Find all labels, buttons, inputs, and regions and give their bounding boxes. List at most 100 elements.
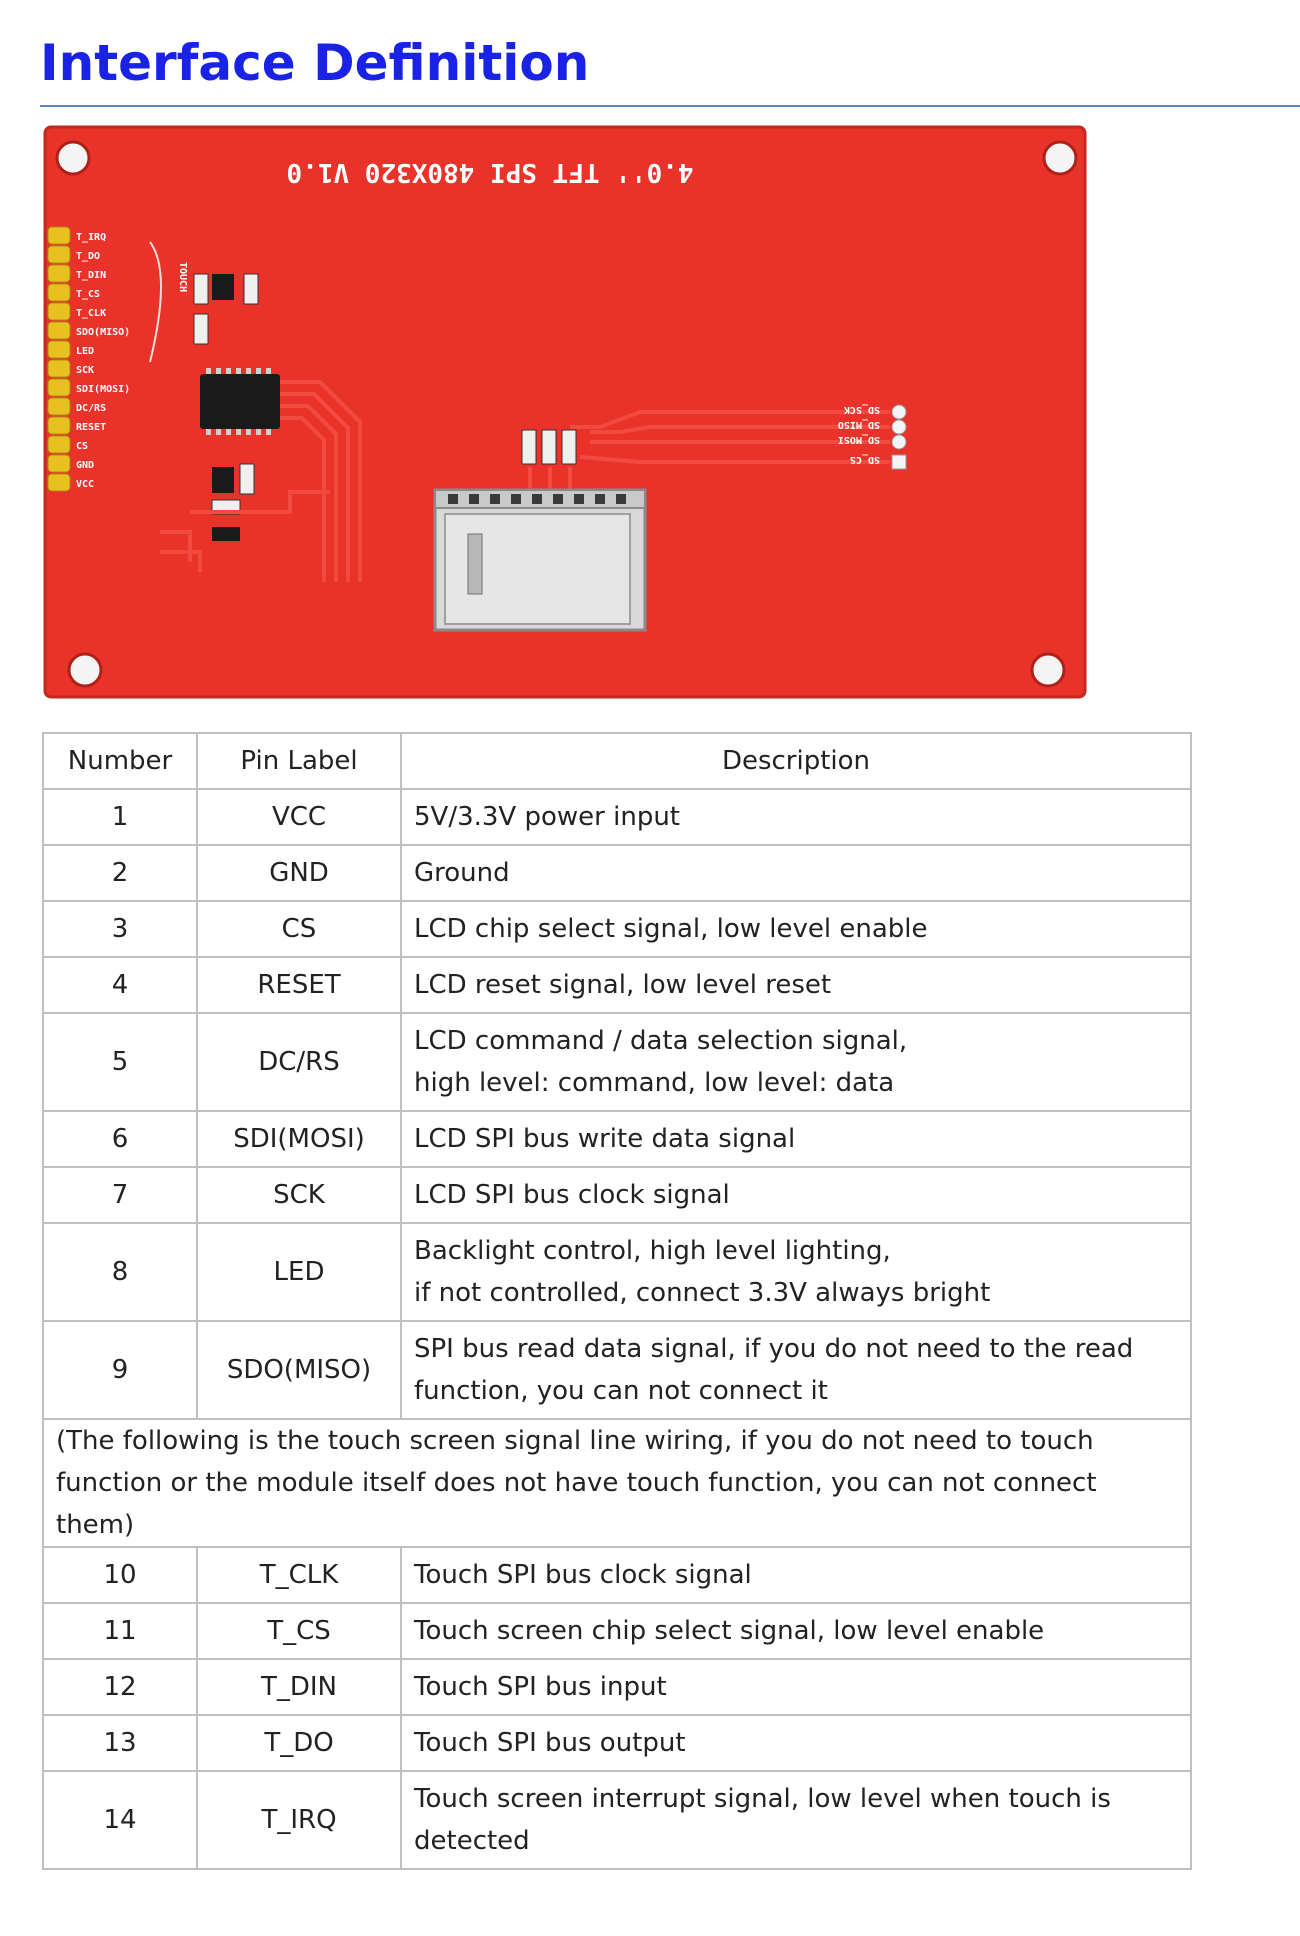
pin-description-cell: Touch SPI bus input — [400, 1658, 1192, 1716]
pin-label-cell: LED — [196, 1222, 402, 1322]
description-line: if not controlled, connect 3.3V always b… — [414, 1278, 991, 1308]
touch-section-note-row: (The following is the touch screen signa… — [42, 1418, 1192, 1548]
sd-contact — [574, 494, 584, 504]
pin-number-cell: 10 — [42, 1546, 198, 1604]
sd-contact — [532, 494, 542, 504]
ic-pin — [266, 429, 271, 435]
pin-label-cell: T_DIN — [196, 1658, 402, 1716]
sd-pad-label: SD_MISO — [838, 419, 880, 430]
description-line: LCD SPI bus clock signal — [414, 1180, 730, 1210]
description-line: 5V/3.3V power input — [414, 802, 680, 832]
description-line: Touch screen chip select signal, low lev… — [414, 1616, 1045, 1646]
ic-pin — [236, 429, 241, 435]
pin-number-cell: 13 — [42, 1714, 198, 1772]
pin-description-cell: LCD chip select signal, low level enable — [400, 900, 1192, 958]
pin-description-cell: LCD reset signal, low level reset — [400, 956, 1192, 1014]
pin-label-cell: CS — [196, 900, 402, 958]
pin-number-cell: 11 — [42, 1602, 198, 1660]
pin-description-cell: Touch screen chip select signal, low lev… — [400, 1602, 1192, 1660]
pin-number-cell: 9 — [42, 1320, 198, 1420]
pin-description-cell: SPI bus read data signal, if you do not … — [400, 1320, 1192, 1420]
ic-pin — [216, 368, 221, 374]
controller-ic — [200, 374, 280, 429]
capacitor-c1 — [193, 313, 209, 345]
pin-label-cell: T_DO — [196, 1714, 402, 1772]
pin-number-cell: 1 — [42, 788, 198, 846]
ic-pin — [216, 429, 221, 435]
description-line: SPI bus read data signal, if you do not … — [414, 1334, 1134, 1364]
pcb-body — [45, 127, 1085, 697]
sd-contact — [490, 494, 500, 504]
sd-contact — [448, 494, 458, 504]
ic-pin — [246, 429, 251, 435]
header-pin-label: SCK — [76, 365, 94, 376]
header-pin-label: RESET — [76, 422, 106, 433]
pin-description-cell: LCD SPI bus write data signal — [400, 1110, 1192, 1168]
silkscreen-title: 4.0'' TFT SPI 480X320 V1.0 — [287, 157, 694, 187]
description-line: Ground — [414, 858, 510, 888]
header-pin — [47, 226, 71, 245]
pin-description-cell: LCD command / data selection signal,high… — [400, 1012, 1192, 1112]
sd-pad-label: SD_CS — [850, 454, 880, 465]
pin-label-cell: T_CS — [196, 1602, 402, 1660]
sd-pad — [891, 419, 907, 435]
touch-label: TOUCH — [177, 262, 188, 292]
touch-section-note: (The following is the touch screen signa… — [42, 1418, 1192, 1548]
header-pin-label: T_IRQ — [76, 232, 106, 243]
table-header-row: Number Pin Label Description — [42, 732, 1192, 790]
header-pin — [47, 416, 71, 435]
pin-description-cell: 5V/3.3V power input — [400, 788, 1192, 846]
sd-contact — [595, 494, 605, 504]
pin-number-cell: 12 — [42, 1658, 198, 1716]
header-pin-label: SDI(MOSI) — [76, 384, 130, 395]
description-line: Touch SPI bus output — [414, 1728, 686, 1758]
pin-number-cell: 3 — [42, 900, 198, 958]
pin-description-cell: Touch SPI bus clock signal — [400, 1546, 1192, 1604]
pin-description-cell: Touch screen interrupt signal, low level… — [400, 1770, 1192, 1870]
header-pin-label: LED — [76, 346, 94, 357]
sd-card-slot — [433, 488, 647, 632]
pin-label-cell: SDI(MOSI) — [196, 1110, 402, 1168]
mounting-hole-top-left — [55, 140, 91, 176]
header-pin — [47, 264, 71, 283]
description-line: Touch SPI bus input — [414, 1672, 667, 1702]
pcb-traces-sd — [528, 410, 890, 504]
pin-label-cell: SCK — [196, 1166, 402, 1224]
description-line: LCD SPI bus write data signal — [414, 1124, 796, 1154]
ic-pin — [246, 368, 251, 374]
pin-label-cell: T_IRQ — [196, 1770, 402, 1870]
header-pin-label: T_DO — [76, 251, 100, 262]
regulator-u2 — [212, 467, 234, 493]
description-line: Touch screen interrupt signal, low level… — [414, 1784, 1111, 1814]
header-pin — [47, 245, 71, 264]
note-line: (The following is the touch screen signa… — [56, 1426, 1094, 1456]
header-pin — [47, 435, 71, 454]
description-line: Touch SPI bus clock signal — [414, 1560, 752, 1590]
sd-contact — [553, 494, 563, 504]
ic-pin — [206, 368, 211, 374]
sd-contact — [616, 494, 626, 504]
ic-pin — [256, 368, 261, 374]
pin-number-cell: 8 — [42, 1222, 198, 1322]
sd-resistor-2 — [541, 429, 557, 465]
pin-number-cell: 5 — [42, 1012, 198, 1112]
pin-label-cell: RESET — [196, 956, 402, 1014]
sd-pad-label: SD_MOSI — [838, 434, 880, 445]
pin-number-cell: 6 — [42, 1110, 198, 1168]
resistor-r3 — [239, 463, 255, 495]
header-pin-label: VCC — [76, 479, 94, 490]
description-line: detected — [414, 1826, 530, 1856]
header-pin — [47, 302, 71, 321]
column-header-pin-label: Pin Label — [196, 732, 402, 790]
header-pin-label: GND — [76, 460, 94, 471]
